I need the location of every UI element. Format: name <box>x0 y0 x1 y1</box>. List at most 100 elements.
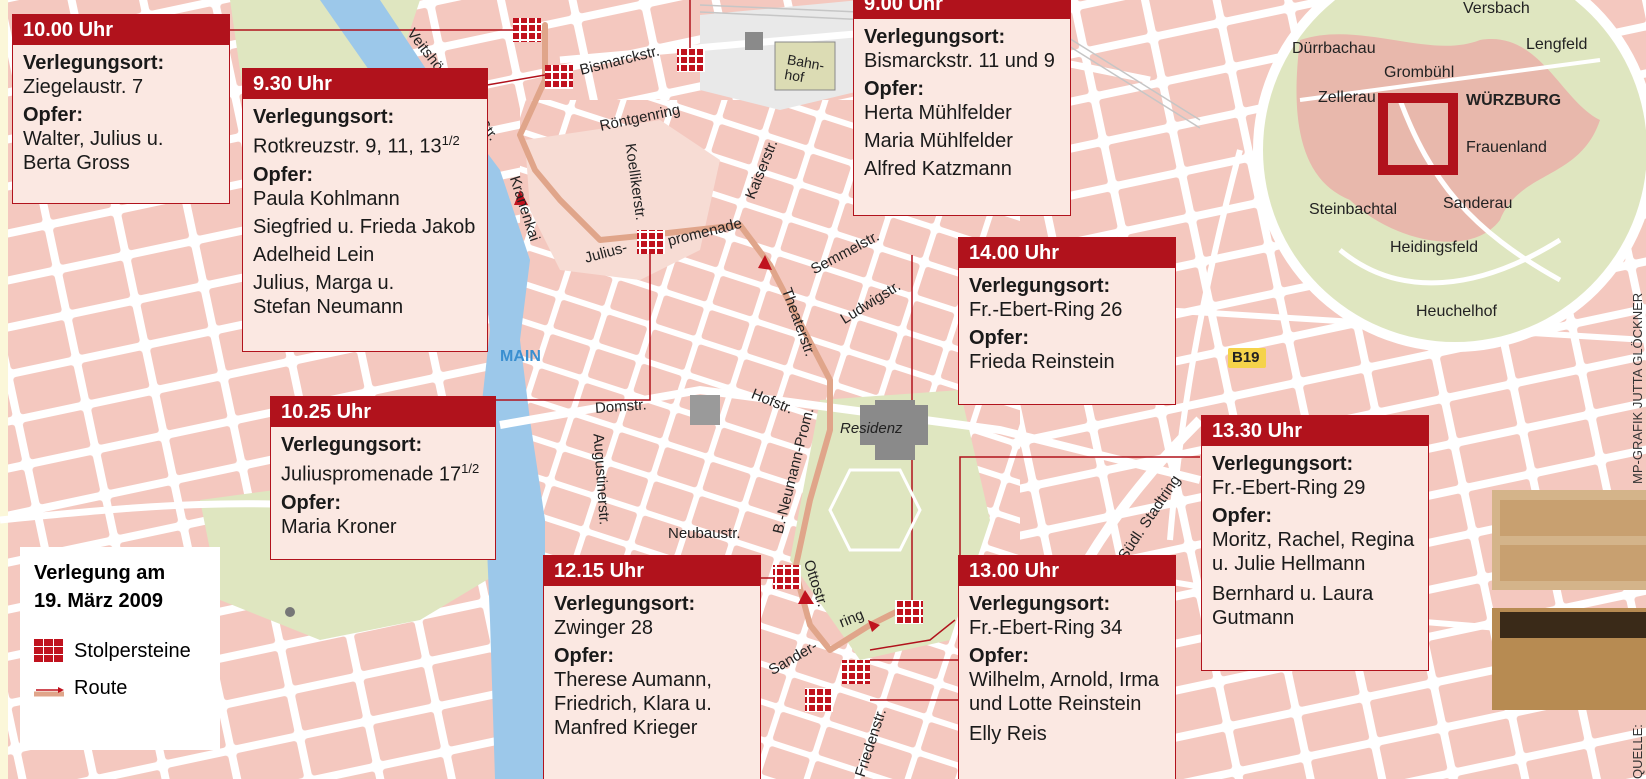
info-box-time: 10.00 Uhr <box>13 15 229 45</box>
victim-line: Stefan Neumann <box>253 295 404 318</box>
victims-label: Opfer: <box>969 645 1029 667</box>
inset-wuerzburg: WÜRZBURG <box>1466 92 1562 109</box>
site-fraction: 1/2 <box>461 461 480 476</box>
site-value: Bismarckstr. 11 und 9 <box>864 50 1055 72</box>
victims-label: Opfer: <box>1212 505 1272 527</box>
victim-line: Julius, Marga u. <box>253 271 395 294</box>
graphic-credit: MP-GRAFIK JUTTA GLÖCKNER <box>1630 292 1645 484</box>
info-box-0900: 9.00 Uhr Verlegungsort: Bismarckstr. 11 … <box>853 0 1071 216</box>
site-label: Verlegungsort: <box>864 26 1006 48</box>
source-credit: QUELLE: <box>1630 724 1645 779</box>
inset-grombuehl: Grombühl <box>1384 64 1455 81</box>
info-box-time: 14.00 Uhr <box>959 238 1175 268</box>
legend: Verlegung am 19. März 2009 Stolpersteine <box>20 547 220 750</box>
site-label: Verlegungsort: <box>554 593 696 615</box>
victim-line: Gutmann <box>1212 607 1295 629</box>
hospital-area <box>525 120 720 280</box>
info-box-1400: 14.00 Uhr Verlegungsort: Fr.-Ebert-Ring … <box>958 237 1176 405</box>
info-box-1025: 10.25 Uhr Verlegungsort: Juliuspromenade… <box>270 396 496 560</box>
river-label: MAIN <box>500 348 541 365</box>
label-residenz: Residenz <box>840 420 903 437</box>
info-box-time: 12.15 Uhr <box>544 556 760 586</box>
victim-line: Paula Kohlmann <box>253 187 400 210</box>
inset-steinbachtal: Steinbachtal <box>1309 201 1398 218</box>
victim-line: Alfred Katzmann <box>864 158 1012 180</box>
info-box-1215: 12.15 Uhr Verlegungsort: Zwinger 28 Opfe… <box>543 555 761 779</box>
site-fraction: 1/2 <box>441 133 460 148</box>
legend-title-line2: 19. März 2009 <box>34 590 163 612</box>
document-photos <box>1492 490 1646 710</box>
info-box-0930: 9.30 Uhr Verlegungsort: Rotkreuzstr. 9, … <box>242 68 488 352</box>
victim-line: Walter, Julius u. <box>23 128 164 150</box>
site-value: Rotkreuzstr. 9, 11, 13 <box>253 135 442 158</box>
site-label: Verlegungsort: <box>281 434 423 456</box>
site-value: Juliuspromenade 17 <box>281 463 462 486</box>
victim-line: Frieda Reinstein <box>969 351 1115 373</box>
left-margin <box>0 0 8 779</box>
victim-line: Friedrich, Klara u. <box>554 693 712 715</box>
stolperstein-markers <box>513 18 923 712</box>
site-value: Ziegelaustr. 7 <box>23 76 144 98</box>
inset-zellerau: Zellerau <box>1318 89 1376 106</box>
site-value: Zwinger 28 <box>554 617 653 639</box>
info-box-time: 13.00 Uhr <box>959 556 1175 586</box>
street-neubau: Neubaustr. <box>668 525 741 542</box>
victim-line: Moritz, Rachel, Regina <box>1212 529 1415 551</box>
victim-line: Wilhelm, Arnold, Irma <box>969 669 1160 691</box>
route-line <box>517 22 913 653</box>
victim-line: Adelheid Lein <box>253 243 375 266</box>
site-value: Fr.-Ebert-Ring 29 <box>1212 477 1366 499</box>
inset-heidingsfeld: Heidingsfeld <box>1390 239 1479 256</box>
inset-frauenland: Frauenland <box>1466 139 1547 156</box>
river-main <box>320 0 545 779</box>
inset-map <box>1253 0 1646 352</box>
inset-versbach: Versbach <box>1463 0 1530 17</box>
victims-label: Opfer: <box>969 327 1029 349</box>
site-label: Verlegungsort: <box>1212 453 1354 475</box>
legend-item-stolpersteine: Stolpersteine <box>74 639 191 662</box>
site-label: Verlegungsort: <box>969 275 1111 297</box>
legend-item-route: Route <box>74 677 128 699</box>
info-box-1000: 10.00 Uhr Verlegungsort: Ziegelaustr. 7 … <box>12 14 230 204</box>
info-box-time: 13.30 Uhr <box>1202 416 1428 446</box>
info-box-1330: 13.30 Uhr Verlegungsort: Fr.-Ebert-Ring … <box>1201 415 1429 671</box>
site-value: Fr.-Ebert-Ring 34 <box>969 617 1123 639</box>
victim-line: Therese Aumann, <box>554 669 712 691</box>
route-arrows <box>514 190 880 632</box>
victims-label: Opfer: <box>281 491 341 514</box>
info-box-time: 9.00 Uhr <box>854 0 1070 19</box>
victim-line: Elly Reis <box>969 723 1047 745</box>
route-arrow-icon <box>34 682 64 696</box>
victims-label: Opfer: <box>253 163 313 186</box>
victim-line: Herta Mühlfelder <box>864 102 1012 124</box>
b19-badge-bg <box>1228 348 1266 368</box>
street-domstr: Domstr. <box>594 396 648 417</box>
victim-line: Maria Mühlfelder <box>864 130 1013 152</box>
info-box-time: 10.25 Uhr <box>271 397 495 427</box>
landmark-buildings <box>285 32 928 617</box>
info-box-time: 9.30 Uhr <box>243 69 487 99</box>
victim-line: Manfred Krieger <box>554 717 698 739</box>
site-label: Verlegungsort: <box>969 593 1111 615</box>
victims-label: Opfer: <box>864 78 924 100</box>
label-bahnhof: Bahn- hof <box>783 51 826 86</box>
inset-heuchelhof: Heuchelhof <box>1416 303 1497 320</box>
site-value: Fr.-Ebert-Ring 26 <box>969 299 1123 321</box>
site-label: Verlegungsort: <box>253 106 395 128</box>
victim-line: Siegfried u. Frieda Jakob <box>253 215 476 238</box>
victim-line: Bernhard u. Laura <box>1212 583 1374 605</box>
road-badge-b19: B19 <box>1232 349 1260 366</box>
inset-lengfeld: Lengfeld <box>1526 36 1588 53</box>
victim-line: Berta Gross <box>23 152 130 174</box>
legend-title-line1: Verlegung am <box>34 562 166 584</box>
victim-line: Maria Kroner <box>281 515 397 538</box>
inset-sanderau: Sanderau <box>1443 195 1513 212</box>
stolperstein-icon <box>34 639 64 663</box>
victim-line: und Lotte Reinstein <box>969 693 1142 715</box>
park-residenz <box>790 390 990 660</box>
victims-label: Opfer: <box>23 104 83 126</box>
site-label: Verlegungsort: <box>23 52 165 74</box>
victim-line: u. Julie Hellmann <box>1212 553 1366 575</box>
inset-duerrbachau: Dürrbachau <box>1292 40 1376 57</box>
